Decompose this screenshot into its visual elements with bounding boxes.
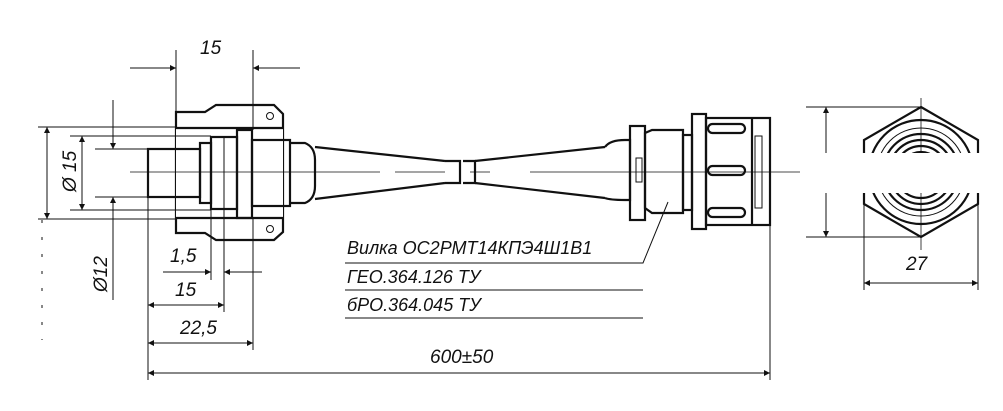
left-connector-body <box>146 128 317 220</box>
right-connector <box>604 112 772 231</box>
dim-22-5: 22,5 <box>179 318 217 339</box>
dim-hex-width: 27 <box>905 254 929 275</box>
callout-spec-1: ГЕО.364.126 ТУ <box>347 267 482 287</box>
dim-top-width: 15 <box>200 38 222 59</box>
callout-part-name: Вилка ОС2РМТ14КПЭ4Ш1В1 <box>347 238 592 258</box>
dim-total-length: 600±50 <box>430 347 494 368</box>
dim-15: 15 <box>175 280 197 301</box>
cable <box>314 145 606 201</box>
dim-diameter-15: Ø 15 <box>60 150 81 193</box>
dimensions: 15 Ø 15 Ø12 1,5 15 22,5 600±50 <box>38 38 771 380</box>
callout-spec-2: бРО.364.045 ТУ <box>347 295 482 315</box>
dim-1-5: 1,5 <box>170 246 197 267</box>
hex-end-view: 27 <box>800 98 1003 290</box>
left-connector-nut <box>174 103 285 242</box>
part-callout: Вилка ОС2РМТ14КПЭ4Ш1В1 ГЕО.364.126 ТУ бР… <box>345 201 669 319</box>
dim-diameter-12: Ø12 <box>91 256 112 293</box>
